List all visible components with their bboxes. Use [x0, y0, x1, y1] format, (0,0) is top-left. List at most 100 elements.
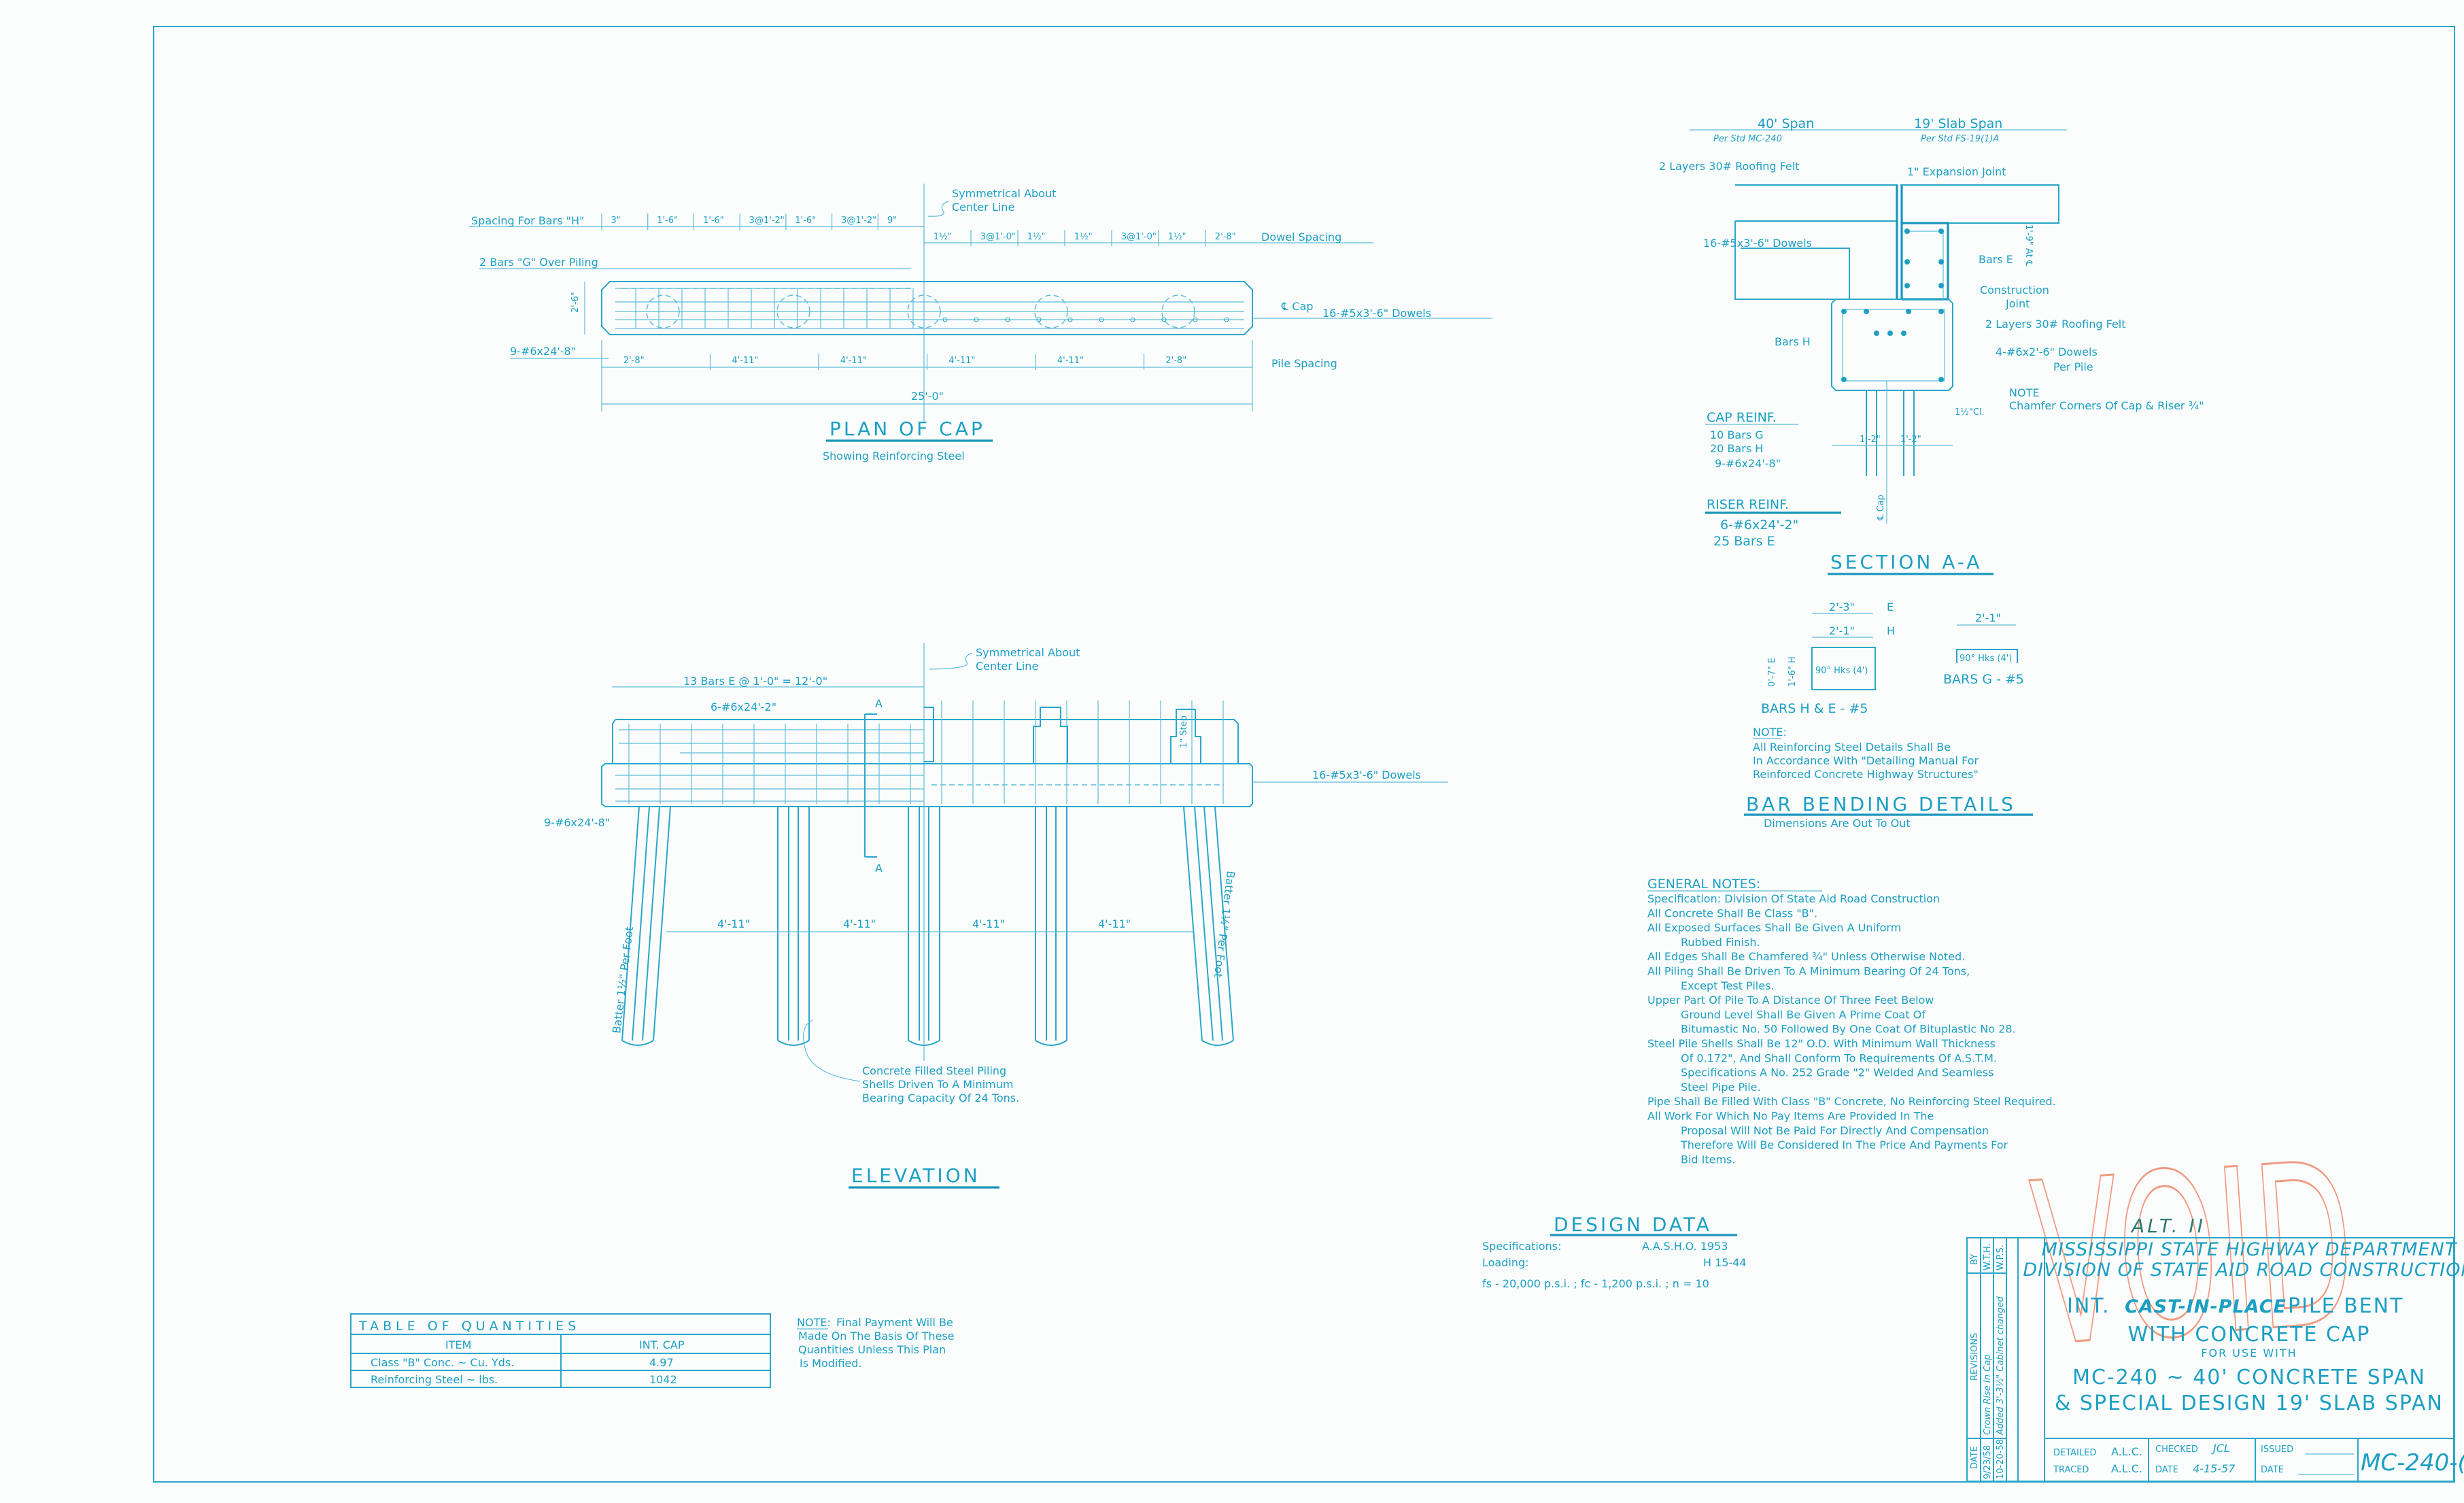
title-block-grid [1967, 1238, 2454, 1481]
dowel-dot [1067, 317, 1073, 322]
rebar-dots [1841, 229, 1944, 382]
dowels-label: 16-#5x3'-6" Dowels [1703, 237, 1812, 250]
traced-label: TRACED [2053, 1465, 2089, 1475]
construction-joint: Construction [1980, 284, 2049, 297]
riser-outline [612, 719, 1239, 764]
construction-joint: Joint [2005, 297, 2030, 310]
issued-label: ISSUED [2261, 1445, 2293, 1455]
spacing-h-dim: 3" [611, 216, 621, 226]
cap-section [1831, 299, 1953, 391]
bending-note-line: Reinforced Concrete Highway Structures" [1753, 768, 1979, 781]
dowel-spacing-dim: 1½" [934, 232, 952, 242]
spacing-h-dim: 3@1'-2" [749, 216, 785, 226]
cap-reinf-item: 20 Bars H [1710, 442, 1763, 455]
step-label: 1" Step [1179, 715, 1189, 748]
span-left: 40' Span [1758, 116, 1814, 131]
bend-dim: H [1887, 624, 1895, 637]
section-cut-line [864, 713, 877, 858]
bend-dim: 1'-6" H [1787, 656, 1798, 687]
pile-circle [907, 294, 941, 328]
general-note-line: Upper Part Of Pile To A Distance Of Thre… [1647, 994, 1934, 1007]
span-left-std: Per Std MC-240 [1713, 134, 1782, 144]
bar-bending-subtitle: Dimensions Are Out To Out [1764, 817, 1911, 830]
general-note-line: Of 0.172", And Shall Conform To Requirem… [1681, 1051, 1997, 1064]
pile-spacing: 2'-8"4'-11"4'-11"4'-11"4'-11"2'-8" [601, 354, 1186, 370]
bar-bending-title: BAR BENDING DETAILS [1746, 793, 2016, 815]
bending-note-title: NOTE: [1753, 726, 1787, 739]
riser-dim: 1'-9" At ℄ [2023, 224, 2034, 267]
revision-by: W.T.H. [1983, 1243, 1993, 1270]
dowel-spacing: 1½"3@1'-0"1½"1½"3@1'-0"1½"2'-8" [923, 230, 1236, 246]
dowel-dot [1130, 317, 1135, 322]
detailed-label: DETAILED [2053, 1448, 2096, 1458]
bend-dim: 2'-1" [1975, 611, 2001, 624]
sheet-border [153, 26, 2455, 1483]
cap-outline [601, 281, 1253, 335]
for-use-with: FOR USE WITH [2201, 1347, 2297, 1360]
leader [927, 201, 949, 217]
dowel-dot [942, 317, 948, 322]
table-title: TABLE OF QUANTITIES [358, 1319, 580, 1334]
pile-ends [621, 1040, 1234, 1046]
table-cell: 1042 [649, 1373, 677, 1386]
table-cell: 4.97 [649, 1356, 674, 1369]
pile-stub [1866, 390, 1915, 476]
riser-reinf-item: 6-#6x24'-2" [1720, 518, 1798, 533]
cap-reinf-item: 10 Bars G [1710, 428, 1764, 441]
pile-spacing: 4'-11" [1098, 917, 1131, 930]
leader [803, 1019, 861, 1082]
symmetrical-note: Symmetrical About [952, 187, 1056, 200]
traced-by: A.L.C. [2111, 1462, 2142, 1475]
pile-dowels: Per Pile [2053, 360, 2093, 373]
dowel-spacing-dim: 1½" [1074, 232, 1093, 242]
dowel-dot [974, 317, 979, 322]
spacing-bars-h-label: Spacing For Bars "H" [471, 214, 584, 227]
sheet-number: MC-240-(3) [2361, 1449, 2464, 1476]
battered-pile [621, 806, 671, 1041]
elevation: Symmetrical About Center Line 13 Bars E … [544, 643, 1448, 1189]
piling-note: Shells Driven To A Minimum [862, 1078, 1013, 1091]
revision-header: BY [1970, 1254, 1980, 1265]
general-note-line: Pipe Shall Be Filled With Class "B" Conc… [1647, 1095, 2056, 1108]
spacing-h-dim: 9" [887, 216, 897, 226]
plan-of-cap: Symmetrical About Center Line Spacing Fo… [469, 184, 1492, 462]
battered-pile [1183, 806, 1234, 1041]
bars-he-label: BARS H & E - #5 [1761, 701, 1868, 716]
clearance-dim: 1½"Cl. [1955, 407, 1985, 418]
dowel-dot [1161, 317, 1167, 322]
plan-title: PLAN OF CAP [829, 418, 985, 440]
section-title: SECTION A-A [1830, 551, 1982, 573]
general-notes: GENERAL NOTES: Specification: Division O… [1647, 877, 2056, 1166]
plan-subtitle: Showing Reinforcing Steel [823, 450, 965, 462]
piling-note: Bearing Capacity Of 24 Tons. [862, 1092, 1019, 1104]
design-data: DESIGN DATA Specifications: A.A.S.H.O. 1… [1482, 1213, 1747, 1290]
spacing-h-dim: 1'-6" [703, 216, 724, 226]
date-value: 4-15-57 [2193, 1462, 2236, 1475]
span-19-slab [1900, 184, 2059, 224]
bar-bending-details: 2'-3" E 2'-1" H 90° Hks (4') 0'-7" E 1'-… [1744, 601, 2033, 830]
riser-reinf-item: 25 Bars E [1713, 534, 1775, 549]
table-grid [351, 1334, 770, 1387]
drawing-title-3: MC-240 ~ 40' CONCRETE SPAN [2072, 1366, 2426, 1389]
cap-dim: 1'-2" [1900, 435, 1921, 445]
section-mark: A [875, 697, 883, 710]
cl-cap: ℄ Cap [1876, 494, 1886, 521]
pile [1035, 807, 1067, 1041]
pile-spacing: 4'-11" [972, 917, 1005, 930]
bend-dim: 2'-1" [1829, 624, 1855, 637]
loading-value: H 15-44 [1703, 1256, 1747, 1269]
dowel-spacing-label: Dowel Spacing [1261, 231, 1341, 243]
pile-circles [646, 294, 1229, 328]
drawing-title-4: & SPECIAL DESIGN 19' SLAB SPAN [2055, 1391, 2444, 1415]
bars-label: 9-#6x24'-8" [510, 345, 576, 358]
design-data-title: DESIGN DATA [1554, 1213, 1712, 1236]
pile-spacing-dim: 4'-11" [948, 356, 975, 366]
general-note-line: All Edges Shall Be Chamfered ¾" Unless O… [1647, 950, 1965, 963]
general-note-line: Bid Items. [1681, 1153, 1736, 1166]
pile-circle [1161, 294, 1195, 328]
riser [1896, 185, 1949, 301]
cap-reinf-item: 9-#6x24'-8" [1715, 457, 1781, 470]
general-note-line: All Work For Which No Pay Items Are Prov… [1647, 1110, 1934, 1123]
batter-label: Batter 1½" Per Foot [1212, 871, 1237, 979]
width-dim: 2'-6" [570, 292, 581, 313]
